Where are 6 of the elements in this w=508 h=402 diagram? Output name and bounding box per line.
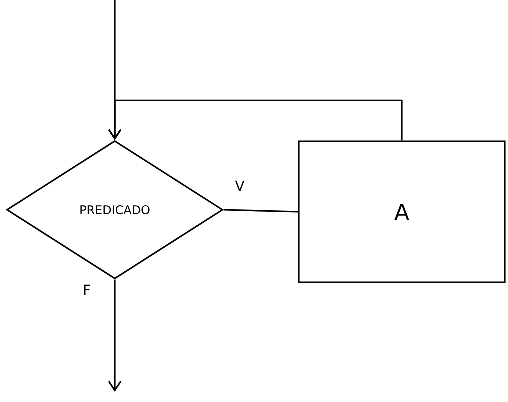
connector-line bbox=[224, 209, 298, 213]
arrow bbox=[108, 100, 403, 141]
edge-label: F bbox=[82, 284, 92, 296]
edge-label: V bbox=[234, 180, 246, 192]
process-box: A bbox=[298, 140, 506, 284]
arrow bbox=[108, 280, 122, 392]
